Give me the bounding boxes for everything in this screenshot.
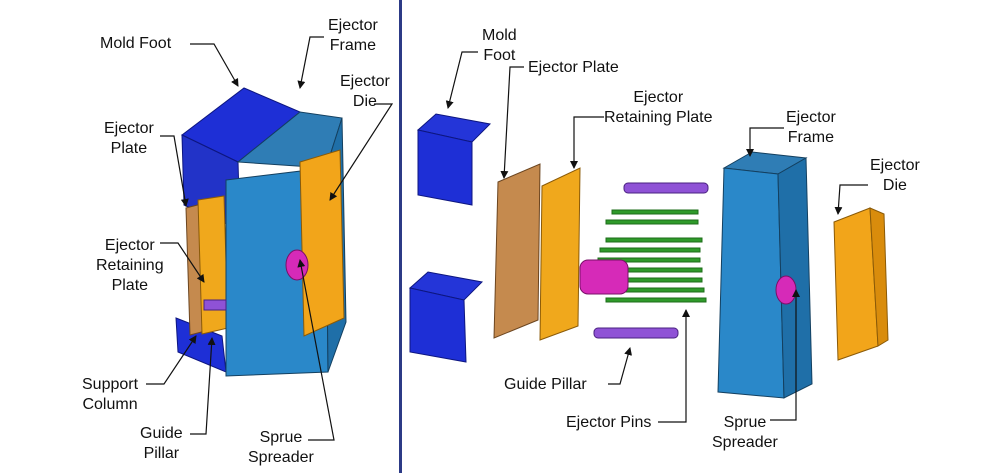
right-ejector-die-line2: Die — [882, 177, 907, 194]
leader-left-support-column — [146, 335, 197, 385]
left-label-guide-pillar: Guide Pillar — [140, 424, 183, 464]
right-retaining-plate-line2: Retaining Plate — [604, 109, 713, 126]
left-label-sprue-spreader: Sprue Spreader — [248, 428, 314, 468]
exploded-sprue-spreader — [579, 259, 629, 295]
left-retaining-plate-line1: Ejector — [104, 237, 155, 254]
left-label-mold-foot: Mold Foot — [100, 34, 171, 54]
right-label-guide-pillar: Guide Pillar — [504, 375, 587, 395]
leader-right-sprue-spreader — [770, 289, 800, 421]
left-label-support-column: Support Column — [82, 375, 138, 415]
left-ejector-plate-line2: Plate — [110, 140, 148, 157]
right-sprue-spreader-line2: Spreader — [712, 434, 778, 451]
right-mold-foot-line2: Foot — [483, 47, 516, 64]
exploded-mold-view — [408, 113, 889, 399]
exploded-mold-foot-top-front — [417, 129, 473, 206]
leader-left-ejector-die — [329, 103, 394, 201]
exploded-ejector-plate — [493, 163, 541, 339]
assembled-sprue-spreader — [285, 249, 309, 281]
exploded-retaining-plate — [539, 167, 581, 341]
right-leader-lines — [445, 51, 868, 423]
left-retaining-plate-line3: Plate — [111, 277, 149, 294]
right-guide-pillar-text: Guide Pillar — [504, 376, 587, 393]
left-guide-pillar-line2: Pillar — [143, 445, 180, 462]
right-label-ejector-frame: Ejector Frame — [786, 108, 836, 148]
left-guide-pillar-line1: Guide — [140, 425, 183, 442]
left-ejector-die-line2: Die — [352, 93, 377, 110]
leader-left-ejector-plate — [160, 135, 189, 207]
exploded-frame-side — [777, 157, 813, 399]
assembled-mold-view — [175, 87, 347, 377]
leader-right-ejector-plate — [500, 66, 524, 179]
exploded-mold-foot-bottom-front — [409, 287, 467, 363]
right-ejector-frame-line2: Frame — [787, 129, 835, 146]
right-label-ejector-plate: Ejector Plate — [528, 58, 619, 78]
leader-right-guide-pillar — [608, 347, 632, 385]
leader-left-ejector-frame — [297, 36, 324, 89]
assembled-retaining-plate — [197, 195, 229, 335]
exploded-frame-front — [717, 167, 785, 399]
leader-left-guide-pillar — [190, 337, 216, 435]
view-divider — [399, 0, 402, 473]
right-sprue-spreader-line1: Sprue — [723, 414, 767, 431]
left-sprue-spreader-line2: Spreader — [248, 449, 314, 466]
leader-left-sprue-spreader — [297, 259, 335, 441]
leader-left-retaining-plate — [160, 242, 205, 283]
left-label-ejector-plate: Ejector Plate — [104, 119, 154, 159]
right-label-mold-foot: Mold Foot — [482, 26, 517, 66]
leader-right-ejector-die — [834, 184, 868, 215]
exploded-guide-pillar-top — [623, 182, 709, 194]
left-sprue-spreader-line1: Sprue — [259, 429, 303, 446]
right-ejector-plate-text: Ejector Plate — [528, 59, 619, 76]
right-retaining-plate-line1: Ejector — [633, 89, 684, 106]
assembled-ejector-die — [299, 149, 345, 337]
left-ejector-frame-line2: Frame — [329, 37, 377, 54]
left-ejector-plate-line1: Ejector — [104, 120, 154, 137]
left-support-column-line1: Support — [82, 376, 139, 393]
leader-right-ejector-frame — [746, 127, 784, 157]
right-label-retaining-plate: Ejector Retaining Plate — [604, 88, 713, 128]
exploded-guide-pillar-bottom — [593, 327, 679, 339]
left-support-column-line2: Column — [82, 396, 138, 413]
left-ejector-frame-line1: Ejector — [328, 17, 378, 34]
exploded-ejector-pins — [597, 209, 707, 303]
exploded-die-side — [869, 207, 889, 347]
right-label-sprue-spreader: Sprue Spreader — [712, 413, 778, 453]
right-label-ejector-pins: Ejector Pins — [566, 413, 651, 433]
leader-right-retaining-plate — [570, 116, 604, 169]
left-label-ejector-die: Ejector Die — [340, 72, 390, 112]
right-label-ejector-die: Ejector Die — [870, 156, 920, 196]
assembled-guide-pillar — [203, 299, 227, 311]
leader-right-ejector-pins — [658, 309, 690, 423]
exploded-frame-sprue — [775, 275, 797, 305]
right-ejector-frame-line1: Ejector — [786, 109, 836, 126]
right-ejector-pins-text: Ejector Pins — [566, 414, 652, 431]
leader-left-mold-foot — [190, 43, 239, 87]
left-ejector-die-line1: Ejector — [340, 73, 390, 90]
left-leader-lines — [146, 36, 394, 441]
left-mold-foot-text: Mold Foot — [100, 35, 172, 52]
left-retaining-plate-line2: Retaining — [96, 257, 164, 274]
leader-right-mold-foot — [445, 51, 478, 109]
right-ejector-die-line1: Ejector — [870, 157, 920, 174]
left-label-ejector-frame: Ejector Frame — [328, 16, 378, 56]
left-label-retaining-plate: Ejector Retaining Plate — [96, 236, 164, 296]
right-mold-foot-line1: Mold — [482, 27, 517, 44]
